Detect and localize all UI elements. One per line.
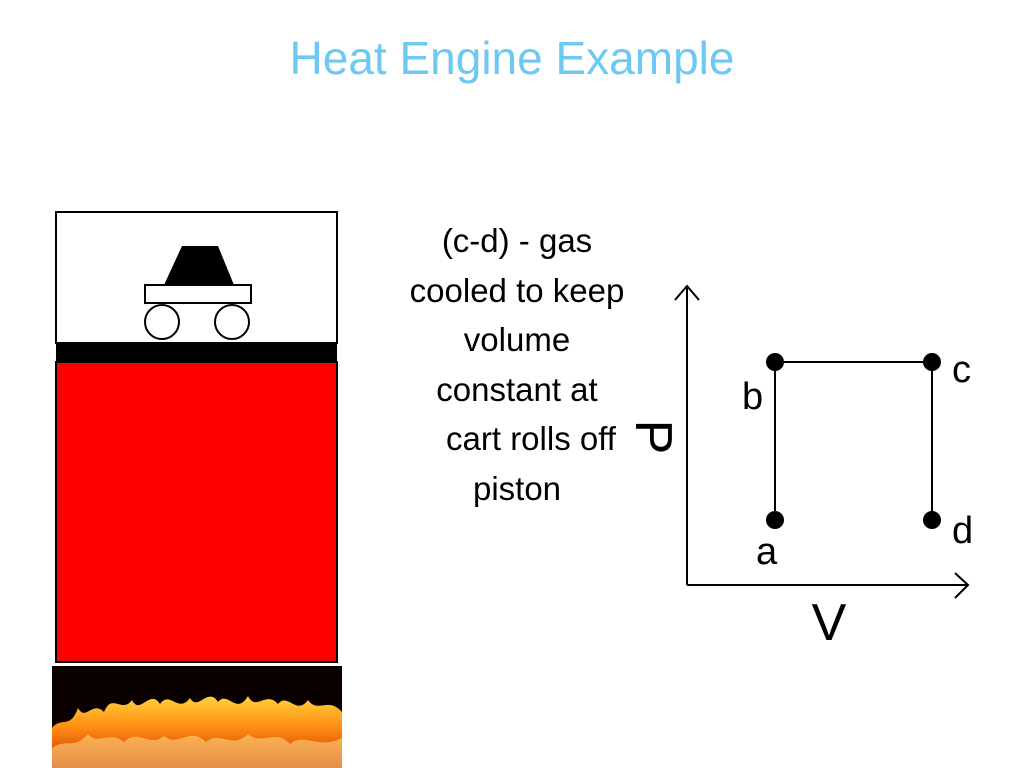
gas-chamber: [55, 361, 338, 663]
state-label-d: d: [952, 510, 973, 552]
cart: [144, 246, 252, 340]
heat-engine-apparatus: [52, 211, 342, 768]
cart-body: [144, 284, 252, 304]
state-label-c: c: [952, 349, 971, 391]
slide-title: Heat Engine Example: [289, 32, 735, 84]
process-caption: (c-d) - gas cooled to keep volume consta…: [372, 216, 662, 513]
cart-wheel: [144, 304, 180, 340]
caption-line: piston: [472, 469, 562, 507]
state-point-d: [923, 511, 941, 529]
caption-line: (c-d) - gas: [441, 222, 593, 259]
state-point-a: [766, 511, 784, 529]
v-axis-arrowhead: [954, 572, 970, 599]
cart-load: [164, 246, 234, 285]
caption-line: cart rolls off: [446, 420, 616, 457]
caption-line: volume: [463, 321, 571, 358]
cart-wheel: [214, 304, 250, 340]
piston: [56, 342, 337, 362]
v-axis-label: V: [812, 594, 847, 652]
flame-icon: [52, 666, 342, 768]
pv-diagram: P V a b c d: [624, 284, 973, 652]
state-label-a: a: [756, 531, 778, 573]
state-point-c: [923, 353, 941, 371]
state-point-b: [766, 353, 784, 371]
p-axis-arrowhead: [674, 284, 700, 301]
state-label-b: b: [742, 376, 763, 418]
caption-line: constant at: [436, 370, 598, 408]
p-axis-label: P: [624, 420, 682, 455]
caption-line: cooled to keep: [409, 271, 625, 309]
